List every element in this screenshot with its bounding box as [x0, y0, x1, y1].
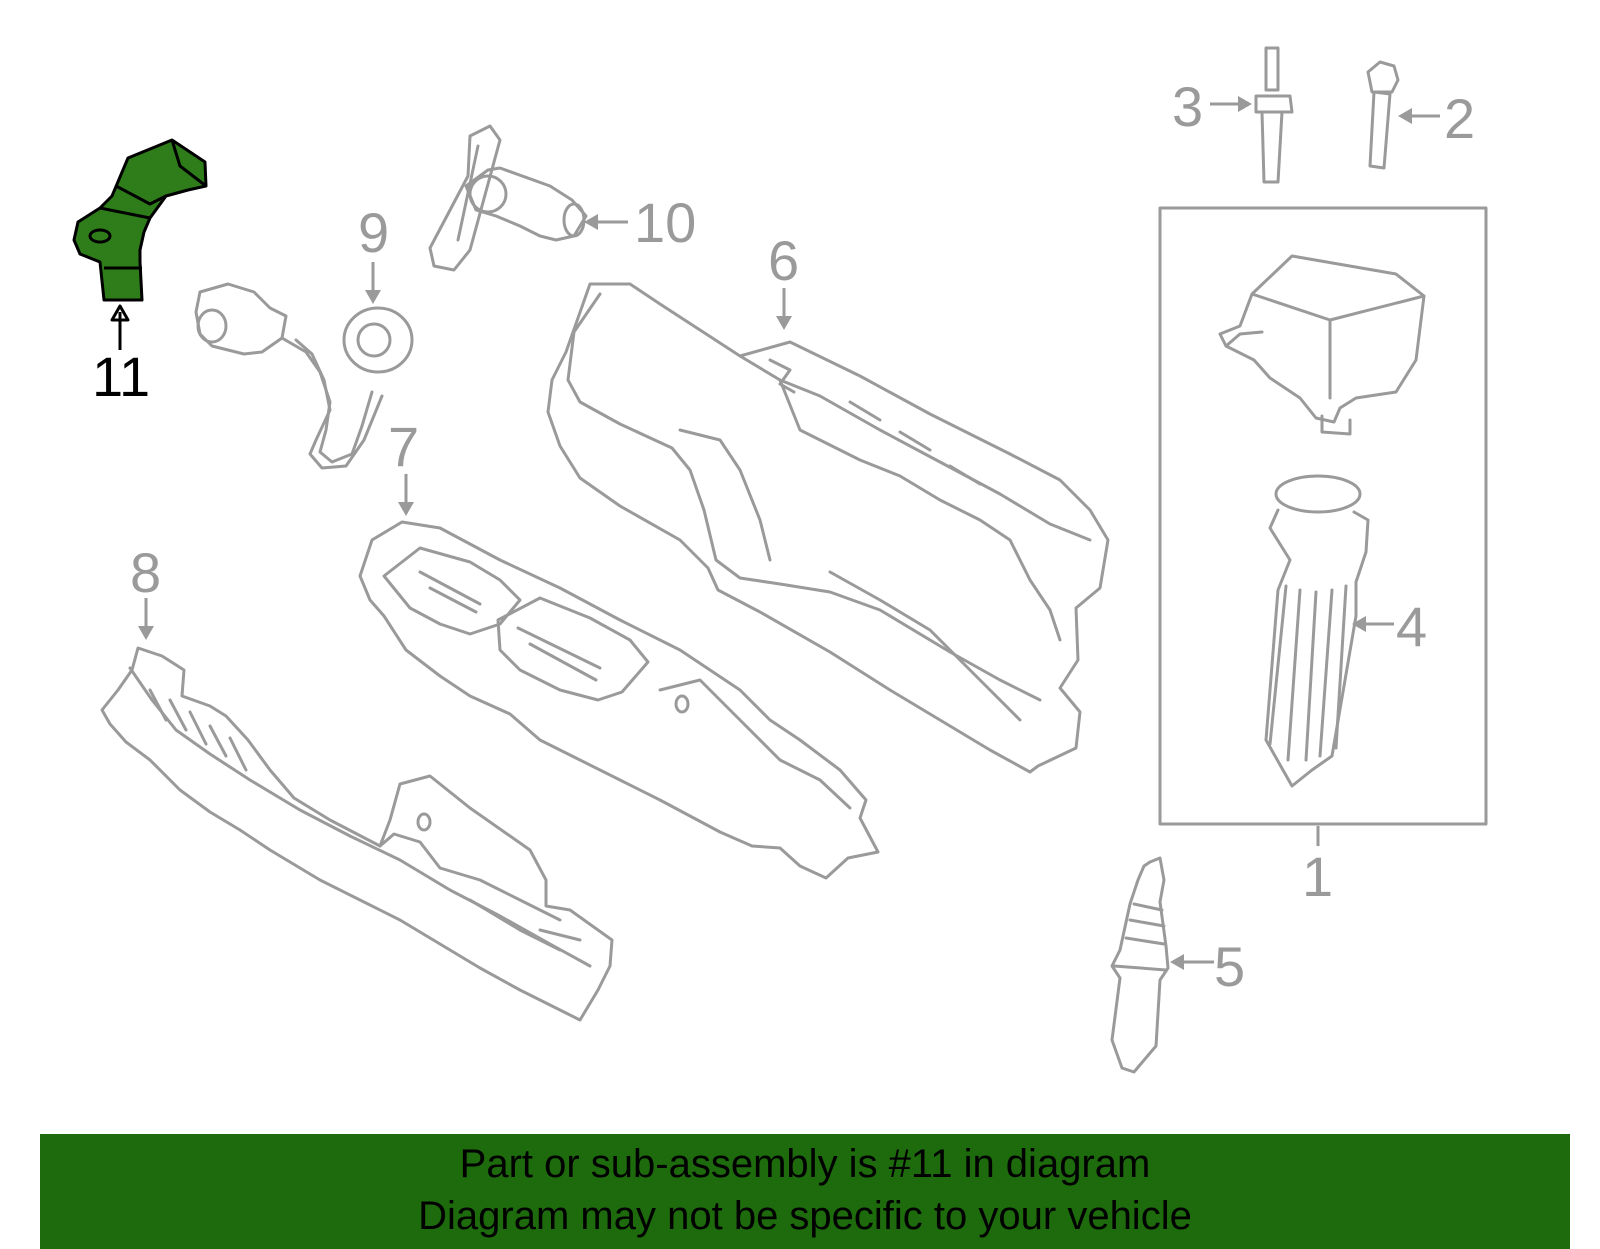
callout-7[interactable]: 7 [388, 415, 419, 478]
banner-line-part-number: Part or sub-assembly is #11 in diagram [459, 1142, 1151, 1186]
part-4-coil-boot[interactable] [1264, 474, 1370, 788]
assembly-box-1 [1158, 206, 1488, 826]
callout-1[interactable]: 1 [1302, 845, 1333, 908]
part-1-ignition-coil-head[interactable] [1218, 254, 1426, 436]
callout-3[interactable]: 3 [1172, 75, 1203, 138]
part-5-spark-plug[interactable] [1110, 856, 1170, 1074]
callout-8[interactable]: 8 [130, 541, 161, 604]
part-11-sensor-highlighted[interactable] [72, 138, 208, 302]
banner-line-disclaimer: Diagram may not be specific to your vehi… [418, 1194, 1192, 1238]
callout-4[interactable]: 4 [1396, 595, 1427, 658]
part-9-knock-sensor[interactable] [194, 282, 414, 470]
info-banner: Part or sub-assembly is #11 in diagram D… [40, 1134, 1570, 1249]
part-6-engine-cover[interactable] [546, 282, 1110, 774]
part-3-stud[interactable] [1254, 46, 1294, 184]
callout-9[interactable]: 9 [358, 201, 389, 264]
callout-5[interactable]: 5 [1214, 935, 1245, 998]
callout-10[interactable]: 10 [634, 191, 696, 254]
part-2-bolt[interactable] [1366, 60, 1400, 170]
part-10-sensor[interactable] [428, 124, 588, 272]
part-8-cover[interactable] [100, 646, 614, 1022]
callout-6[interactable]: 6 [768, 229, 799, 292]
part-7-cover[interactable] [358, 520, 880, 880]
callout-11[interactable]: 11 [92, 345, 150, 408]
callout-2[interactable]: 2 [1444, 87, 1475, 150]
